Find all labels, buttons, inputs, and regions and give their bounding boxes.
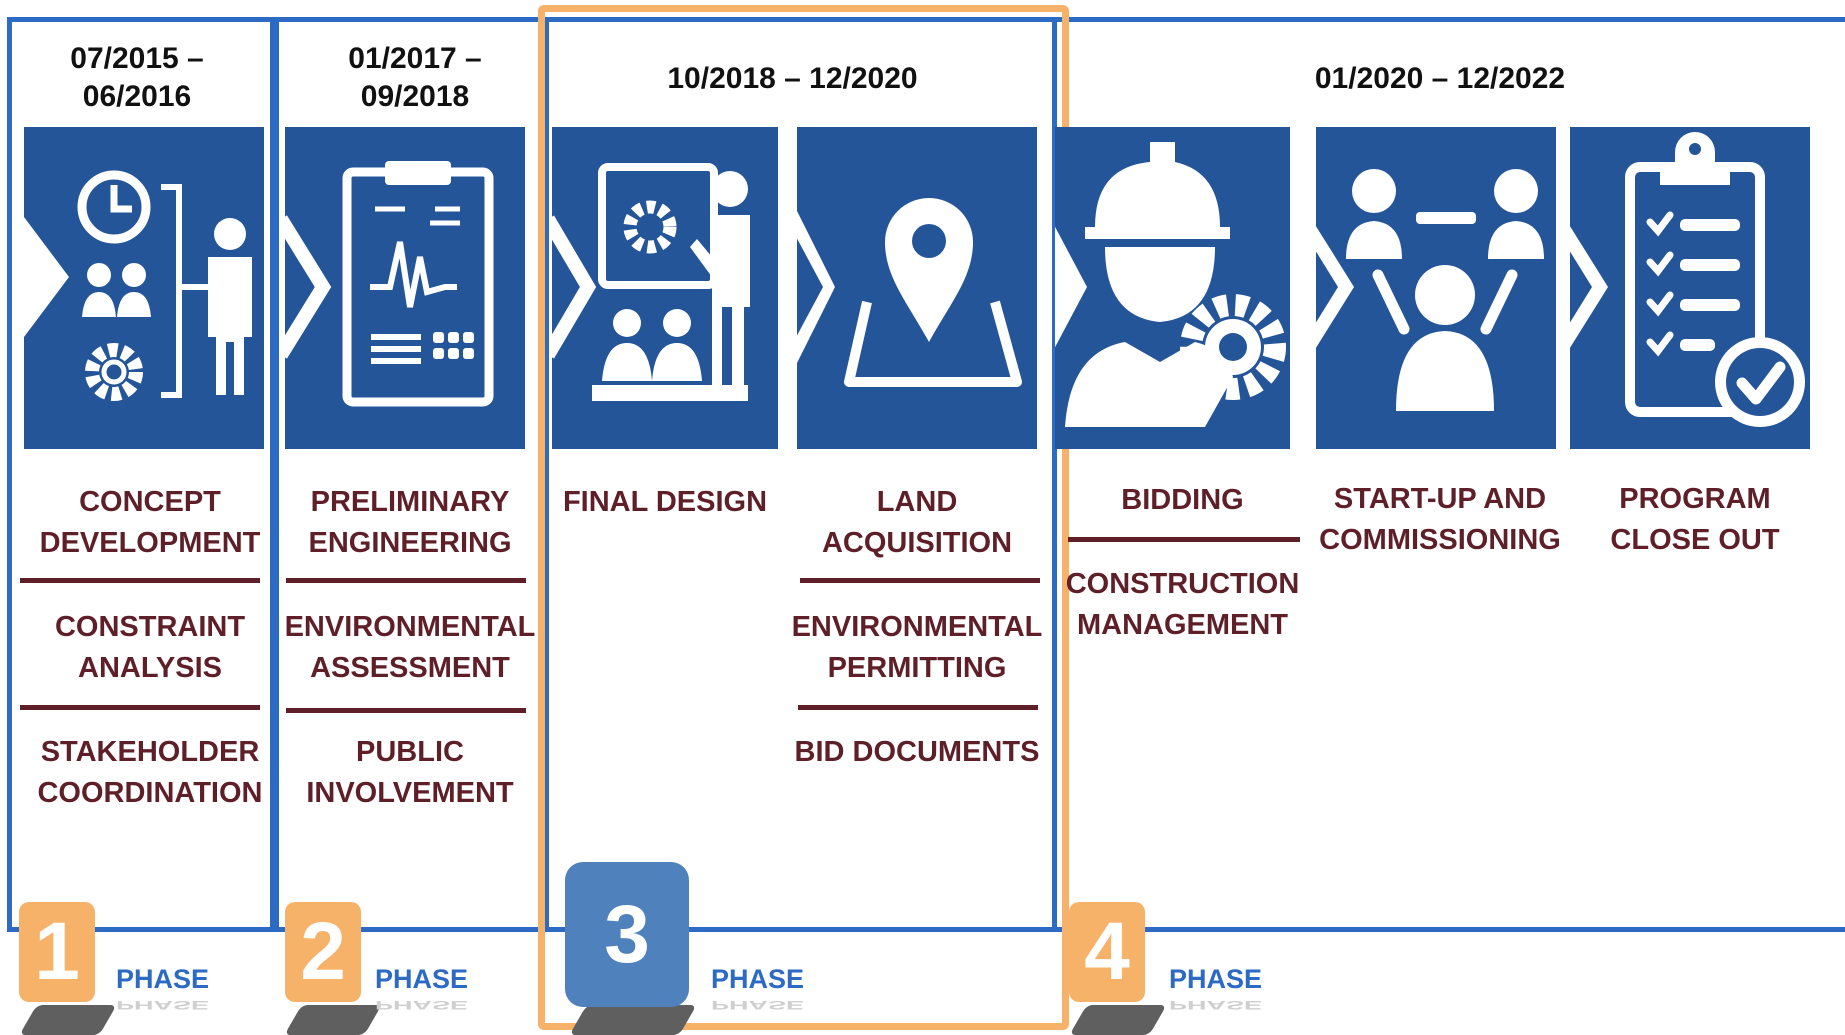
phase-1-label: PHASE — [116, 964, 210, 994]
phase-1-label-reflection: PHASE — [116, 998, 210, 1013]
map-pin-icon — [797, 198, 1022, 387]
divider — [798, 705, 1038, 710]
phase-3-label-reflection: PHASE — [711, 998, 805, 1013]
phase-4-dates: 01/2020 – 12/2022 — [1314, 62, 1566, 95]
phase-2-dates: 01/2017 –09/2018 — [348, 42, 482, 113]
preliminary-engineering-tile — [285, 127, 525, 449]
phase-2-label-reflection: PHASE — [375, 998, 469, 1013]
phase-4-label-reflection: PHASE — [1169, 998, 1263, 1013]
badge-shadow — [1069, 1005, 1167, 1035]
checklist-icon — [1570, 132, 1805, 427]
divider — [20, 578, 260, 583]
final-design-tile — [552, 127, 778, 449]
divider — [1068, 537, 1300, 542]
concept-development-tile — [24, 127, 264, 449]
start-up-commissioning-tile — [1316, 127, 1556, 449]
phase-3-highlight — [538, 5, 1069, 1030]
phase-2-label: PHASE — [375, 964, 469, 994]
divider — [800, 578, 1040, 583]
phase-2-badge: 2 — [285, 902, 361, 1002]
land-acquisition-tile — [797, 127, 1037, 449]
meeting-icon — [1316, 169, 1544, 411]
phase-1-dates: 07/2015 –06/2016 — [70, 42, 204, 113]
phase-3-badge: 3 — [565, 862, 689, 1007]
phase-4-label: PHASE — [1169, 964, 1263, 994]
phase-3-dates: 10/2018 – 12/2020 — [667, 62, 918, 95]
clipboard-chart-icon — [285, 161, 494, 407]
divider — [286, 578, 526, 583]
phase-3-label: PHASE — [711, 964, 805, 994]
team-planning-icon — [24, 170, 252, 401]
program-close-out-tile — [1570, 127, 1810, 449]
label-final-design: FINAL DESIGN — [562, 486, 768, 518]
badge-shadow — [569, 1005, 697, 1035]
label-bid-documents: BID DOCUMENTS — [794, 736, 1040, 768]
phase-1-badge: 1 — [19, 902, 95, 1002]
divider — [20, 705, 260, 710]
presentation-icon — [552, 163, 750, 401]
divider — [286, 708, 526, 713]
phase-1-frame — [7, 17, 279, 932]
phase-4-frame — [1052, 17, 1845, 932]
phase-4-badge: 4 — [1069, 902, 1145, 1002]
worker-gear-icon — [1055, 142, 1286, 427]
badge-shadow — [284, 1005, 382, 1035]
badge-shadow — [19, 1005, 117, 1035]
bidding-tile — [1055, 127, 1290, 449]
label-bidding: BIDDING — [1121, 484, 1244, 516]
